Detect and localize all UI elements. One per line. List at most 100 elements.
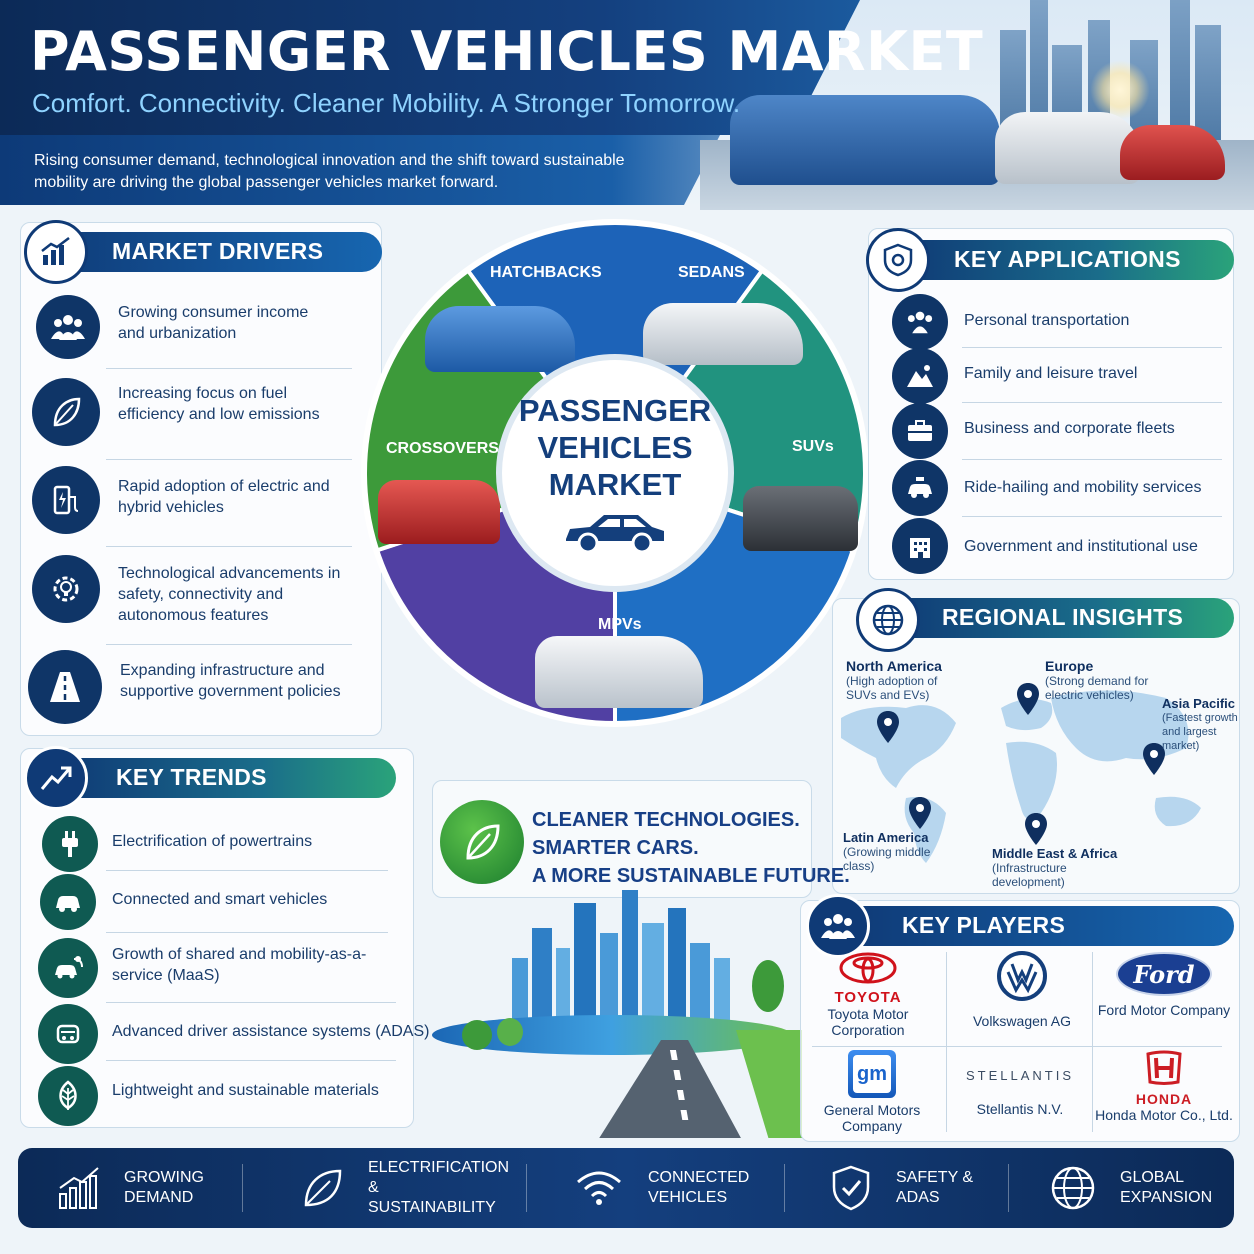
player-general-motors: gm General Motors Company <box>802 1050 942 1134</box>
plug-icon <box>42 816 98 872</box>
key-players-header <box>842 906 1234 946</box>
map-pin-icon <box>1025 813 1047 845</box>
driver-item-3: Rapid adoption of electric and hybrid ve… <box>118 478 330 516</box>
briefcase-icon <box>892 403 948 459</box>
hero-car-white <box>995 112 1140 184</box>
segment-label-hatchbacks: HATCHBACKS <box>490 264 602 281</box>
trend-item-5: Lightweight and sustainable materials <box>112 1082 379 1099</box>
key-applications-title: KEY APPLICATIONS <box>954 246 1181 272</box>
region-latin-america: Latin America (Growing middle class) <box>843 830 931 873</box>
header-title-band <box>0 0 860 135</box>
key-players-title: KEY PLAYERS <box>902 912 1066 938</box>
key-trends-title: KEY TRENDS <box>116 764 267 790</box>
map-pin-icon <box>909 797 931 829</box>
globe-icon <box>856 588 920 652</box>
page-intro: Rising consumer demand, technological in… <box>34 152 625 191</box>
hatchback-car-image <box>425 306 575 372</box>
header-intro-band <box>0 135 720 205</box>
trend-item-2: Connected and smart vehicles <box>112 891 328 908</box>
application-item-2: Family and leisure travel <box>964 365 1138 382</box>
key-applications-header <box>900 240 1234 280</box>
segment-label-suvs: SUVs <box>792 438 834 455</box>
footer-item-electrification: ELECTRIFICATION & SUSTAINABILITY <box>300 1148 509 1228</box>
cleaner-line-2: SMARTER CARS. <box>532 837 699 859</box>
segment-label-crossovers: CROSSOVERS <box>386 440 499 457</box>
shield-check-icon <box>832 1165 870 1211</box>
driver-item-4: Technological advancements in safety, co… <box>118 565 341 624</box>
segment-label-mpvs: MPVs <box>598 616 642 633</box>
ford-logo-icon: Ford <box>1116 952 1212 996</box>
hero-car-red <box>1120 125 1225 180</box>
mountain-icon <box>892 348 948 404</box>
vehicle-segments-wheel: HATCHBACKS SEDANS SUVs MPVs CROSSOVERS P… <box>360 218 870 728</box>
trend-item-1: Electrification of powertrains <box>112 833 313 850</box>
driver-item-5: Expanding infrastructure and supportive … <box>120 662 341 700</box>
region-north-america: North America (High adoption of SUVs and… <box>846 658 942 702</box>
segment-hatchbacks <box>465 221 765 477</box>
header: PASSENGER VEHICLES MARKET Comfort. Conne… <box>0 0 1254 210</box>
region-asia-pacific: Asia Pacific (Fastest growth and largest… <box>1162 696 1238 752</box>
shield-gear-icon <box>866 228 930 292</box>
leaf-icon <box>304 1169 342 1207</box>
trend-arrow-icon <box>24 746 88 810</box>
footer-bar: GROWING DEMAND ELECTRIFICATION & SUSTAIN… <box>18 1148 1234 1228</box>
player-volkswagen: Volkswagen AG <box>952 950 1092 1029</box>
market-drivers-header <box>30 232 382 272</box>
page-title: PASSENGER VEHICLES MARKET <box>30 20 984 83</box>
footer-item-global: GLOBAL EXPANSION <box>1050 1148 1212 1228</box>
wifi-icon <box>577 1171 621 1205</box>
map-pin-icon <box>1017 683 1039 715</box>
segment-label-sedans: SEDANS <box>678 264 745 281</box>
globe-icon <box>1051 1166 1095 1210</box>
key-trends-panel <box>20 748 414 1128</box>
footer-item-connected: CONNECTED VEHICLES <box>574 1148 749 1228</box>
honda-logo-icon <box>1146 1050 1182 1085</box>
toyota-logo-icon <box>839 952 897 984</box>
crossover-car-image <box>378 480 500 544</box>
trend-item-3: Growth of shared and mobility-as-a-servi… <box>112 946 367 984</box>
wheel-center: PASSENGER VEHICLES MARKET <box>496 354 734 592</box>
region-europe: Europe (Strong demand for electric vehic… <box>1045 658 1149 702</box>
player-ford: Ford Ford Motor Company <box>1094 952 1234 1018</box>
stellantis-logo-icon: STELLANTIS <box>965 1068 1075 1083</box>
suv-car-image <box>743 486 858 551</box>
mpv-car-image <box>535 636 703 708</box>
car-icon <box>40 874 96 930</box>
cleaner-line-3: A MORE SUSTAINABLE FUTURE. <box>532 865 850 887</box>
ev-charger-icon <box>32 466 100 534</box>
taxi-icon <box>892 460 948 516</box>
volkswagen-logo-icon <box>997 951 1047 1001</box>
wheel-center-title: PASSENGER VEHICLES MARKET <box>518 392 712 502</box>
key-trends-header <box>60 758 396 798</box>
regional-insights-title: REGIONAL INSIGHTS <box>942 604 1184 630</box>
leaf-icon <box>38 1066 98 1126</box>
cleaner-tech-slogan: CLEANER TECHNOLOGIES. SMARTER CARS. A MO… <box>532 806 850 890</box>
people-icon <box>36 295 100 359</box>
hero-car-blue <box>730 95 1000 185</box>
market-drivers-title: MARKET DRIVERS <box>112 238 324 264</box>
application-item-4: Ride-hailing and mobility services <box>964 479 1202 496</box>
footer-item-growing-demand: GROWING DEMAND <box>56 1148 214 1228</box>
player-stellantis: STELLANTIS Stellantis N.V. <box>950 1068 1090 1117</box>
leaf-icon <box>440 800 524 884</box>
map-pin-icon <box>877 711 899 743</box>
cleaner-line-1: CLEANER TECHNOLOGIES. <box>532 809 800 831</box>
player-honda: HONDA Honda Motor Co., Ltd. <box>1094 1050 1234 1123</box>
gm-logo-icon: gm <box>848 1050 896 1098</box>
growth-chart-icon <box>59 1167 99 1209</box>
adas-icon <box>38 1004 98 1064</box>
regional-insights-header <box>888 598 1234 638</box>
map-pin-icon <box>1143 743 1165 775</box>
application-item-1: Personal transportation <box>964 312 1130 329</box>
people-icon <box>806 894 870 958</box>
application-item-5: Government and institutional use <box>964 538 1198 555</box>
city-road-illustration <box>422 890 802 1138</box>
footer-item-safety: SAFETY & ADAS <box>830 1148 976 1228</box>
driver-item-2: Increasing focus on fuel efficiency and … <box>118 385 320 423</box>
people-icon <box>892 294 948 350</box>
driver-item-1: Growing consumer income and urbanization <box>118 304 309 342</box>
shared-car-icon <box>38 938 98 998</box>
page-tagline: Comfort. Connectivity. Cleaner Mobility.… <box>32 88 741 118</box>
gear-bulb-icon <box>32 555 100 623</box>
trend-item-4: Advanced driver assistance systems (ADAS… <box>112 1023 430 1040</box>
